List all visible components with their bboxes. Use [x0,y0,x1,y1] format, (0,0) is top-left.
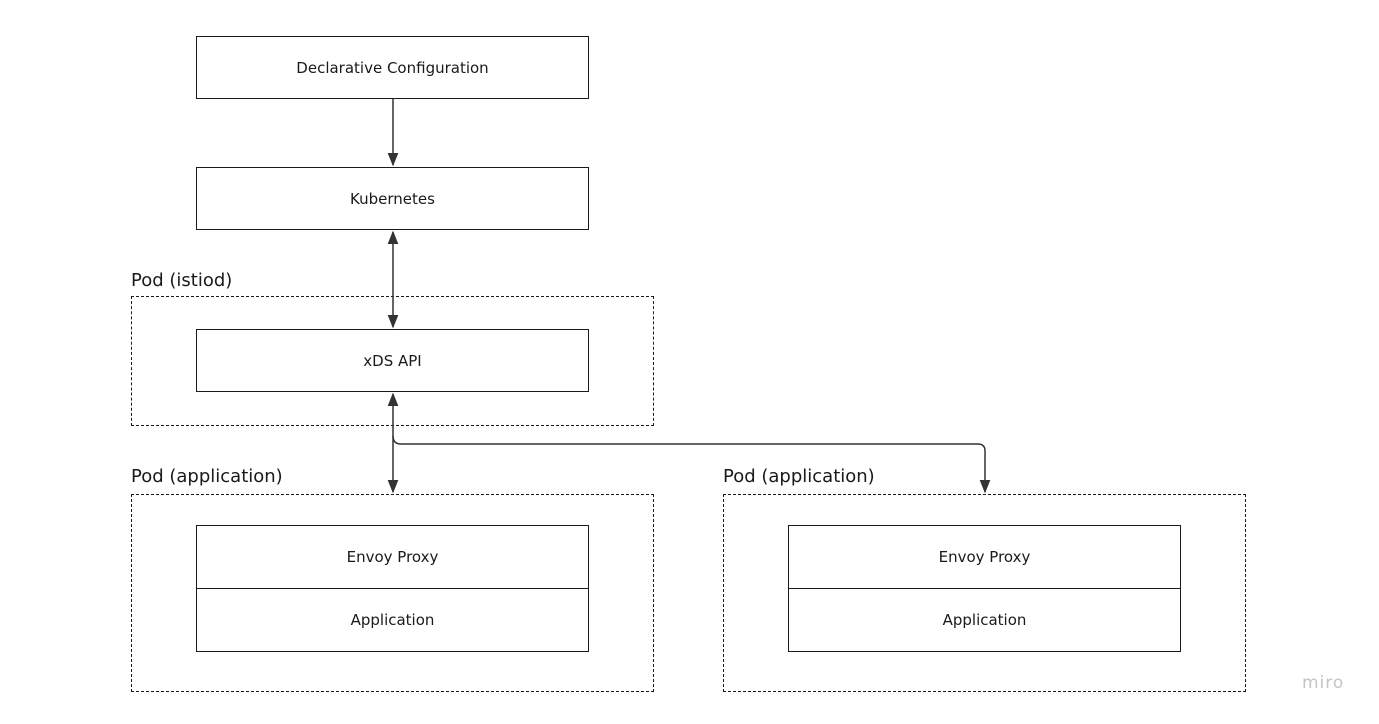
kubernetes-node[interactable]: Kubernetes [196,167,589,230]
envoy-proxy-right-node[interactable]: Envoy Proxy [788,525,1181,589]
app-pod-right-label: Pod (application) [723,466,875,487]
app-pod-left-container [131,494,654,692]
envoy-proxy-left-node[interactable]: Envoy Proxy [196,525,589,589]
xds-api-node[interactable]: xDS API [196,329,589,392]
application-right-node[interactable]: Application [788,588,1181,652]
application-left-node[interactable]: Application [196,588,589,652]
miro-watermark: miro [1302,673,1345,693]
edge-xds-right-pod [392,435,991,494]
declarative-config-node[interactable]: Declarative Configuration [196,36,589,99]
app-pod-right-container [723,494,1246,692]
istiod-pod-label: Pod (istiod) [131,270,233,291]
app-pod-left-label: Pod (application) [131,466,283,487]
